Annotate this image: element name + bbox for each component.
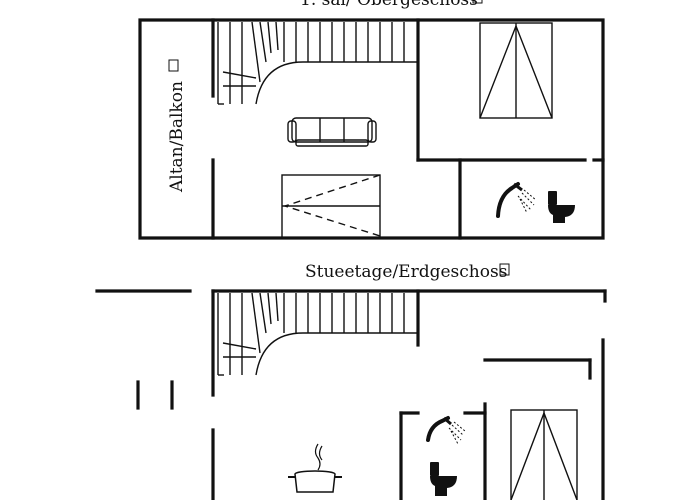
toilet-icon <box>430 462 457 496</box>
ground-floor-walls <box>95 289 607 500</box>
placeholder-glyph-icon <box>472 0 483 4</box>
upper-floor: 1. sal/ Obergeschoss Altan/Balkon <box>138 0 605 240</box>
sofa-icon <box>287 117 377 147</box>
double-bed-icon <box>479 22 553 119</box>
double-bed-icon <box>510 409 578 500</box>
placeholder-glyph-icon <box>168 59 179 72</box>
placeholder-glyph-icon <box>499 263 510 276</box>
ground-floor-title: Stueetage/Erdgeschoss <box>305 262 507 282</box>
double-bed-icon <box>281 174 381 239</box>
cooking-pot-icon <box>288 443 342 493</box>
upper-floor-title: 1. sal/ Obergeschoss <box>300 0 478 10</box>
shower-icon <box>426 416 466 445</box>
stairs-icon <box>217 21 419 105</box>
stairs-icon <box>217 292 419 376</box>
toilet-icon <box>548 191 575 223</box>
shower-icon <box>496 182 537 218</box>
balcony-label: Altan/Balkon <box>167 81 187 193</box>
ground-floor: Stueetage/Erdgeschoss <box>95 262 607 500</box>
upper-floor-walls <box>138 18 605 240</box>
